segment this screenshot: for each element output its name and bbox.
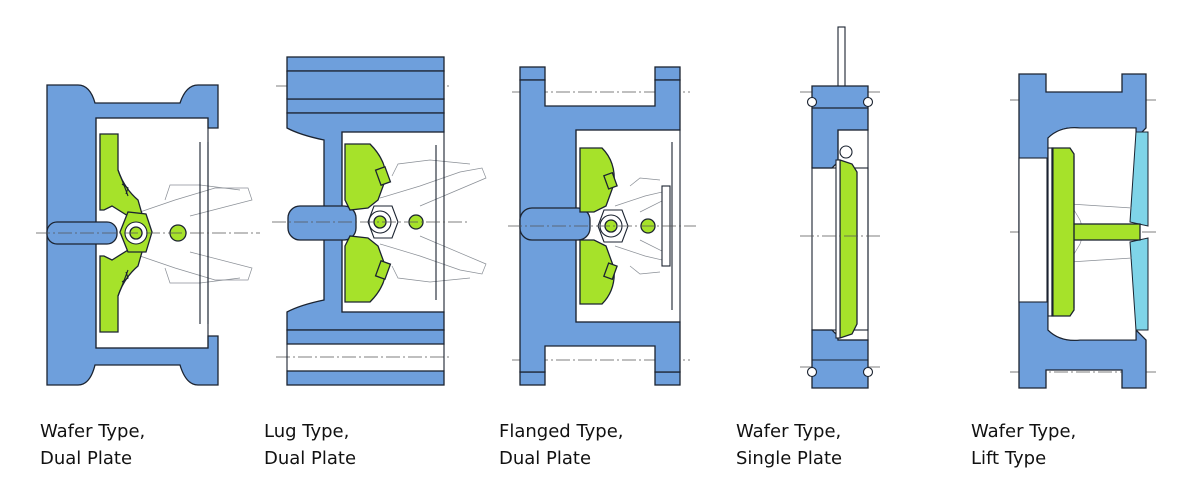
caption-line-2: Single Plate: [736, 448, 843, 469]
bottom-lug-band: [286, 370, 445, 386]
open-plates-outline: [139, 184, 253, 284]
hinge-rod: [287, 205, 357, 241]
caption-lug-dual-plate: Lug Type, Dual Plate: [264, 418, 464, 472]
lower-plate: [579, 239, 615, 305]
caption-line-1: Wafer Type,: [736, 421, 842, 442]
caption-wafer-single-plate: Wafer Type, Single Plate: [736, 418, 936, 472]
valve-wafer-dual-plate: [36, 84, 260, 386]
caption-line-1: Lug Type,: [264, 421, 350, 442]
seat-lower: [1129, 237, 1149, 331]
upper-plate: [579, 147, 615, 213]
seat-upper: [1129, 131, 1149, 227]
lifting-rod: [837, 26, 846, 88]
left-bottom-flange: [519, 371, 546, 386]
valve-wafer-lift-type: [1010, 73, 1158, 389]
valve-wafer-single-plate: [800, 26, 880, 389]
single-plate: [839, 159, 858, 339]
caption-wafer-dual-plate: Wafer Type, Dual Plate: [40, 418, 240, 472]
valve-flanged-dual-plate: [508, 66, 696, 386]
caption-flanged-dual-plate: Flanged Type, Dual Plate: [499, 418, 699, 472]
caption-line-1: Wafer Type,: [40, 421, 146, 442]
stem: [1067, 223, 1141, 241]
caption-wafer-lift-type: Wafer Type, Lift Type: [971, 418, 1171, 472]
caption-line-2: Dual Plate: [264, 448, 357, 469]
hinge-rod: [519, 207, 591, 241]
upper-plate: [99, 133, 143, 217]
lower-plate: [99, 249, 143, 333]
hinge-pin: [839, 145, 853, 159]
bolt-hole: [806, 96, 818, 108]
bolt-hole: [862, 96, 874, 108]
right-bottom-flange: [654, 371, 681, 386]
inlet-bore: [1018, 157, 1048, 303]
left-top-flange: [519, 66, 546, 81]
caption-line-2: Lift Type: [971, 448, 1047, 469]
valve-lug-dual-plate: [272, 56, 487, 386]
lift-disc: [1051, 147, 1075, 317]
valve-body: [811, 85, 869, 169]
open-plates-outline: [379, 159, 487, 283]
caption-line-1: Flanged Type,: [499, 421, 624, 442]
caption-line-1: Wafer Type,: [971, 421, 1077, 442]
caption-line-2: Dual Plate: [499, 448, 592, 469]
top-lug-band: [286, 56, 445, 72]
bolt-hole: [862, 366, 874, 378]
right-top-flange: [654, 66, 681, 81]
caption-line-2: Dual Plate: [40, 448, 133, 469]
bolt-hole: [806, 366, 818, 378]
